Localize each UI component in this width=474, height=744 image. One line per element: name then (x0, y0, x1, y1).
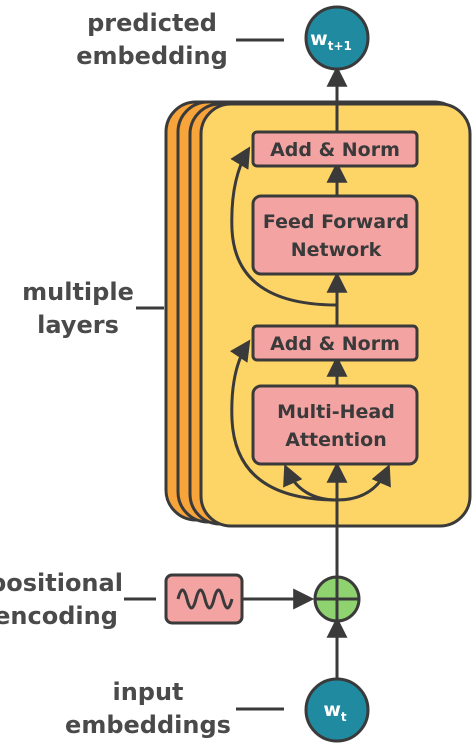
multiple-layers-label-1: multiple (22, 278, 134, 306)
svg-text:wt+1: wt+1 (310, 28, 352, 53)
predicted-embedding-label-2: embedding (76, 42, 228, 70)
sum-node (313, 575, 361, 623)
add-norm-top-block: Add & Norm (251, 130, 419, 168)
feed-forward-label-2: Network (291, 239, 382, 261)
input-node-main: w (323, 699, 341, 721)
attention-label-2: Attention (285, 429, 386, 451)
feed-forward-label-1: Feed Forward (263, 211, 409, 233)
flow-lines (229, 65, 391, 680)
input-node: wt (304, 677, 370, 743)
attention-label-1: Multi-Head (277, 401, 395, 423)
input-node-sub: t (341, 710, 347, 724)
sine-wave-icon (176, 588, 234, 610)
add-norm-mid-label: Add & Norm (270, 333, 400, 355)
output-node-sub: t+1 (328, 39, 352, 53)
input-embeddings-label-1: input (112, 678, 183, 706)
positional-encoding-label-1: positional (0, 569, 123, 597)
positional-encoding-box (164, 573, 244, 625)
feed-forward-block: Feed Forward Network (251, 194, 419, 276)
input-embeddings-label-2: embeddings (65, 711, 231, 739)
output-node-main: w (310, 28, 328, 50)
multiple-layers-label-2: layers (37, 311, 119, 339)
svg-text:wt: wt (323, 699, 347, 724)
label-connectors (124, 38, 284, 711)
predicted-embedding-label-1: predicted (87, 9, 217, 37)
output-node: wt+1 (304, 5, 370, 71)
add-norm-mid-block: Add & Norm (251, 324, 419, 362)
add-norm-top-label: Add & Norm (270, 139, 400, 161)
positional-encoding-label-2: encoding (0, 602, 118, 630)
attention-block: Multi-Head Attention (251, 384, 419, 466)
